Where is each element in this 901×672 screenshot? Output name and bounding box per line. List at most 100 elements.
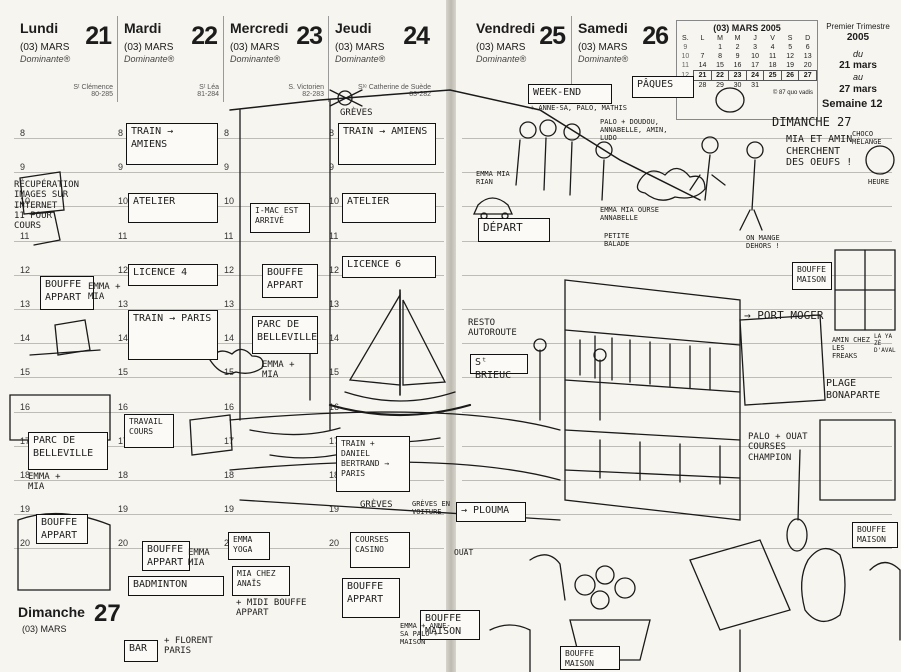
mini-calendar-day: 14 [698,62,707,69]
note-emma-mia-mon: EMMA + MIA [88,282,121,303]
mini-calendar-week-number: 11 [681,62,689,70]
hour-line-right [462,445,892,447]
binding-gutter [446,0,456,672]
hour-label: 19 [20,504,31,515]
mini-calendar-week-number: 12 [677,71,694,81]
note-petite-balade: PETITE BALADE [604,232,630,249]
note-ouat: OUAT [454,548,474,557]
hour-label: 11 [20,230,30,241]
mini-calendar-title: (03) MARS 2005 [713,23,781,33]
day-header-wednesday: Mercredi 23 (03) MARS Dominante® S. Vict… [224,16,329,102]
note-atelier-tue: ATELIER [128,193,218,223]
hour-label: 9 [224,162,230,173]
day-number: 21 [85,22,112,50]
note-bouffe-appart-tue-eve: BOUFFE APPART [142,541,190,571]
note-chocolat: CHOCO MÉLANGE [852,130,882,147]
hour-label: 12 [224,264,235,275]
sunday-month: (03) MARS [22,624,67,634]
mini-calendar-day: 7 [700,53,705,60]
hour-line-left [14,240,444,242]
note-on-mange-dehors: ON MANGE DEHORS ! [746,234,780,251]
note-emma-mia-voiture: EMMA MIA RIAN [476,170,510,187]
note-port-moger: → PORT MOGER [744,309,824,322]
week-number: Semaine 12 [822,98,883,110]
mini-calendar-week-number: 9 [683,44,688,51]
day-number: 25 [539,22,566,50]
mini-calendar-day: 9 [735,53,740,60]
hour-label: 8 [224,128,230,138]
hour-label: 12 [329,264,340,275]
note-midi-bouffe: + MIDI BOUFFE APPART [236,598,307,619]
note-emma-mia-wed: EMMA + MIA [262,360,295,381]
note-dimanche-27: DIMANCHE 27 [772,115,852,129]
hour-label: 15 [118,367,129,378]
hour-label: 16 [118,401,129,412]
hour-label: 15 [224,367,235,378]
hour-line-right [462,138,892,139]
mini-calendar-day: 30 [733,82,742,89]
hour-line-right [462,343,892,345]
hour-label: 18 [224,470,235,480]
note-parc-belleville-wed: PARC DE BELLEVILLE [252,316,318,354]
note-licence-6: LICENCE 6 [342,256,436,278]
note-bouffe-maison-sun: BOUFFE MAISON [852,522,898,548]
hour-line-left [14,309,444,310]
day-name: Vendredi [476,20,536,36]
note-mia-chez-anais: MIA CHEZ ANAÏS [232,566,290,596]
hour-label: 18 [329,470,340,480]
note-bouffe-appart-mon: BOUFFE APPART [40,276,94,310]
hour-label: 14 [329,333,340,344]
note-heure: HEURE [868,178,890,186]
note-palo-courses: PALO + OUAT COURSES CHAMPION [748,432,808,463]
day-header-thursday: Jeudi 24 (03) MARS Dominante® Sᵗᵉ Cather… [329,16,435,102]
note-week-end: WEEK-END [528,84,612,104]
day-month: (03) MARS [578,42,628,53]
note-la-ya: LA YA ZÉ D'AVAL [874,333,896,354]
note-train-amiens-thu: TRAIN → AMIENS [338,123,436,165]
hour-line-left [14,138,444,139]
note-bar: BAR [124,640,158,662]
mini-calendar-weekday: M [734,35,741,42]
note-resto-autoroute: RESTO AUTOROUTE [468,318,517,339]
day-number: 24 [403,22,430,50]
note-bouffe-appart-mon-eve: BOUFFE APPART [36,514,88,544]
hour-label: 19 [329,504,340,515]
day-header-friday: Vendredi 25 (03) MARS Dominante® [470,16,572,102]
hour-line-left [14,514,444,516]
note-atelier-thu: ATELIER [342,193,436,223]
hour-label: 8 [118,128,124,138]
day-dominante: Dominante® [20,54,71,64]
note-florent: + FLORENT PARIS [164,636,213,657]
mini-calendar-day: 25 [763,70,782,81]
day-name: Lundi [20,20,59,36]
sunday-name: Dimanche [18,604,85,620]
sunday-number: 27 [94,600,121,627]
day-header-monday: Lundi 21 (03) MARS Dominante® Sᵗ Clémenc… [14,16,118,102]
note-licence-4: LICENCE 4 [128,264,218,286]
mini-calendar-day: 16 [733,62,742,69]
hour-line-right [462,274,892,276]
hour-label: 17 [118,435,129,446]
note-mia-amin-oeufs: MIA ET AMIN CHERCHENT DES OEUFS ! [786,134,853,168]
mini-calendar-weekday: S. [682,35,689,42]
hour-label: 20 [329,538,340,549]
note-parc-belleville-mon: PARC DE BELLEVILLE [28,432,108,470]
hour-line-left [14,480,444,481]
hour-line-right [462,309,892,310]
hour-label: 11 [329,230,339,241]
note-recuperation: RÉCUPÉRATION IMAGES SUR INTERNET 11 POUR… [14,180,80,232]
day-dominante: Dominante® [124,54,175,64]
mini-calendar-day: 28 [698,82,707,89]
hour-label: 11 [224,230,234,241]
hour-line-right [462,206,892,208]
hour-label: 17 [329,435,340,446]
hour-line-left [14,172,444,174]
au-label: au [852,72,863,83]
day-month: (03) MARS [124,42,174,53]
note-train-amiens-tue: TRAIN → AMIENS [126,123,218,165]
note-palo-doudou: PALO + DOUDOU, ANNABELLE, AMIN, LUDO [600,118,668,143]
note-courses-casino: COURSES CASINO [350,532,410,568]
